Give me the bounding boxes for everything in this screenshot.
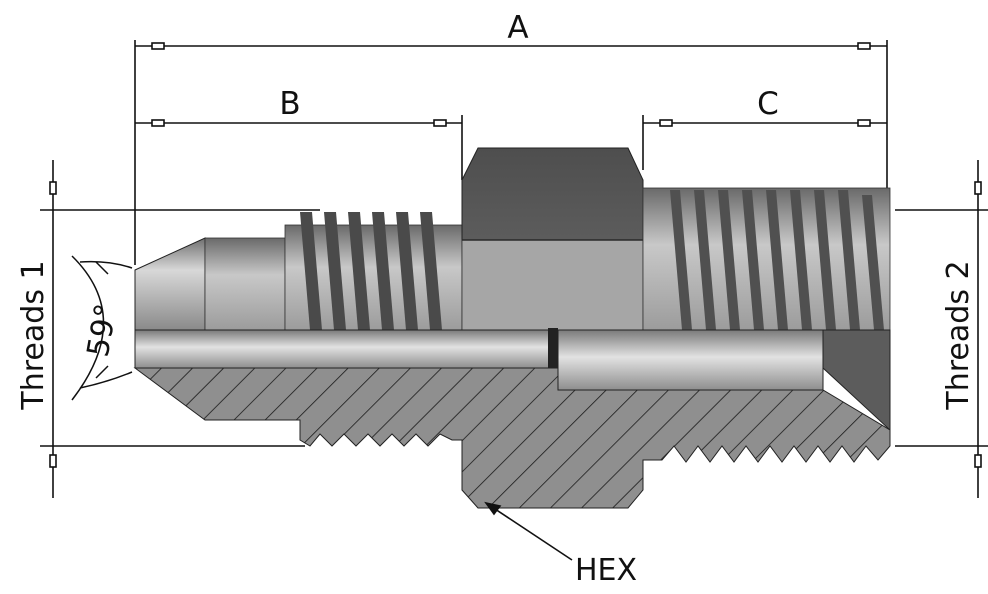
threads-1-dimension <box>40 160 320 498</box>
label-c: C <box>757 86 779 122</box>
label-hex: HEX <box>575 553 637 588</box>
label-threads-2: Threads 2 <box>941 260 976 410</box>
label-a: A <box>507 10 528 46</box>
fitting-body <box>133 147 891 509</box>
label-threads-1: Threads 1 <box>16 260 51 410</box>
right-thread-crests <box>670 190 884 330</box>
hex-leader <box>484 501 573 561</box>
dimension-c <box>642 115 887 170</box>
dimension-b <box>135 115 463 180</box>
dimension-a <box>134 40 888 265</box>
threads-2-dimension <box>895 160 988 498</box>
label-angle: 59° <box>81 301 125 359</box>
angle-dimension <box>71 255 133 401</box>
left-thread-crests <box>300 212 442 330</box>
section-cut <box>133 367 891 509</box>
label-b: B <box>279 86 300 122</box>
